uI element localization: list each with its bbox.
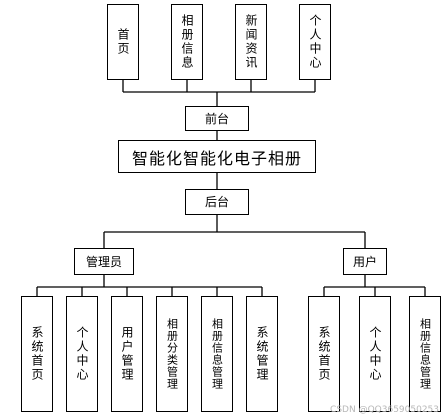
user-node-album-info-management: 相册信息管理 [409, 296, 441, 412]
backend-node: 后台 [185, 189, 249, 215]
system-title: 智能化智能化电子相册 [131, 148, 302, 168]
user-node-system-home-label: 系统首页 [317, 326, 331, 382]
frontend-node-news: 新闻资讯 [235, 4, 267, 80]
frontend-node-album-info-label: 相册信息 [180, 14, 194, 70]
user-node-personal-center-label: 个人中心 [368, 326, 382, 382]
admin-role-node: 管理员 [74, 248, 134, 275]
user-role-label: 用户 [352, 254, 377, 269]
frontend-node-news-label: 新闻资讯 [244, 14, 258, 70]
admin-node-personal-center-label: 个人中心 [75, 326, 89, 382]
frontend-node-personal-center-label: 个人中心 [308, 14, 322, 70]
frontend-node-home-label: 首页 [116, 28, 130, 56]
admin-node-user-management-label: 用户管理 [120, 326, 134, 382]
frontend-node-personal-center: 个人中心 [299, 4, 331, 80]
user-node-system-home: 系统首页 [308, 296, 340, 412]
admin-node-system-home-label: 系统首页 [30, 326, 44, 382]
frontend-node: 前台 [185, 106, 249, 131]
admin-node-user-management: 用户管理 [111, 296, 143, 412]
admin-node-album-info-management: 相册信息管理 [201, 296, 233, 412]
system-title-node: 智能化智能化电子相册 [118, 140, 316, 173]
frontend-node-album-info: 相册信息 [171, 4, 203, 80]
admin-node-system-management: 系统管理 [246, 296, 278, 412]
frontend-node-home: 首页 [107, 4, 139, 80]
admin-role-label: 管理员 [85, 254, 122, 269]
frontend-node-label: 前台 [204, 111, 229, 126]
watermark: CSDN @QQ3659050253 [330, 405, 439, 415]
admin-node-system-home: 系统首页 [21, 296, 53, 412]
admin-node-album-category-management-label: 相册分类管理 [165, 318, 179, 390]
user-node-album-info-management-label: 相册信息管理 [418, 318, 432, 390]
user-role-node: 用户 [343, 248, 387, 275]
admin-node-personal-center: 个人中心 [66, 296, 98, 412]
user-node-personal-center: 个人中心 [359, 296, 391, 412]
admin-node-album-info-management-label: 相册信息管理 [210, 318, 224, 390]
admin-node-system-management-label: 系统管理 [255, 326, 269, 382]
backend-node-label: 后台 [204, 195, 229, 209]
admin-node-album-category-management: 相册分类管理 [156, 296, 188, 412]
